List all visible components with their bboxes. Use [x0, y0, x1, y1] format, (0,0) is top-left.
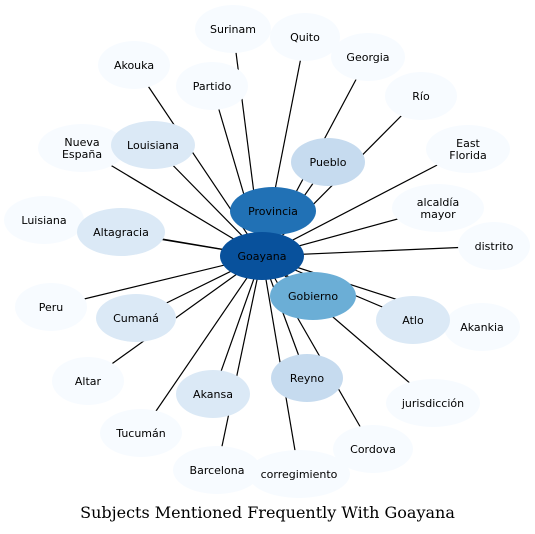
node-georgia: Georgia — [331, 33, 405, 81]
node-altagracia-ellipse — [77, 208, 165, 256]
node-barcelona-ellipse — [173, 446, 261, 494]
node-akansa-ellipse — [176, 370, 250, 418]
node-goayana-ellipse — [220, 232, 304, 280]
node-surinam: Surinam — [195, 5, 271, 53]
node-distrito-label: distrito — [475, 240, 514, 253]
node-akouka-ellipse — [98, 41, 170, 89]
node-cumana-ellipse — [96, 294, 176, 342]
node-cumana: Cumaná — [96, 294, 176, 342]
node-cumana-label: Cumaná — [113, 312, 159, 325]
node-rio-ellipse — [385, 72, 457, 120]
node-alcaldia-mayor-ellipse — [392, 184, 484, 232]
node-barcelona-label: Barcelona — [190, 464, 245, 477]
node-tucuman: Tucumán — [100, 409, 182, 457]
diagram-caption: Subjects Mentioned Frequently With Goaya… — [80, 503, 455, 522]
node-louisiana-label: Louisiana — [127, 139, 179, 152]
edge-goayana-barcelona — [216, 255, 263, 471]
node-louisiana-ellipse — [111, 121, 195, 169]
node-nueva-espana-label: España — [62, 148, 102, 161]
node-atlo-ellipse — [376, 296, 450, 344]
node-surinam-label: Surinam — [210, 23, 256, 36]
node-peru: Peru — [15, 283, 87, 331]
node-jurisdiccion: jurisdicción — [386, 379, 480, 427]
node-provincia-ellipse — [230, 187, 316, 235]
node-akankia-ellipse — [444, 303, 520, 351]
node-quito-label: Quito — [290, 31, 320, 44]
node-goayana-label: Goayana — [238, 250, 287, 263]
node-corregimiento-ellipse — [248, 450, 350, 498]
node-akouka: Akouka — [98, 41, 170, 89]
node-luisiana: Luisiana — [4, 196, 84, 244]
node-provincia-label: Provincia — [248, 205, 298, 218]
node-nueva-espana-ellipse — [38, 124, 126, 172]
node-quito-ellipse — [270, 13, 340, 61]
node-peru-ellipse — [15, 283, 87, 331]
node-provincia: Provincia — [230, 187, 316, 235]
node-luisiana-ellipse — [4, 196, 84, 244]
node-pueblo: Pueblo — [291, 138, 365, 186]
node-altar: Altar — [52, 357, 124, 405]
node-partido: Partido — [176, 62, 248, 110]
node-alcaldia-mayor-label: alcaldía — [417, 196, 459, 209]
node-atlo: Atlo — [376, 296, 450, 344]
node-gobierno: Gobierno — [270, 272, 356, 320]
node-gobierno-ellipse — [270, 272, 356, 320]
node-tucuman-ellipse — [100, 409, 182, 457]
edge-goayana-tucuman — [140, 255, 263, 434]
node-east-florida-label: Florida — [449, 149, 486, 162]
node-alcaldia-mayor-label: mayor — [420, 208, 456, 221]
node-distrito-ellipse — [458, 222, 530, 270]
node-pueblo-ellipse — [291, 138, 365, 186]
node-akankia-label: Akankia — [460, 321, 504, 334]
node-akouka-label: Akouka — [114, 59, 154, 72]
node-altar-label: Altar — [75, 375, 102, 388]
nodes-layer: corregimiento Barcelona Cordova Tucumán juri… — [4, 5, 530, 498]
node-luisiana-label: Luisiana — [21, 214, 66, 227]
node-pueblo-label: Pueblo — [310, 156, 347, 169]
node-jurisdiccion-label: jurisdicción — [401, 397, 464, 410]
node-georgia-label: Georgia — [346, 51, 389, 64]
node-corregimiento-label: corregimiento — [261, 468, 338, 481]
node-distrito: distrito — [458, 222, 530, 270]
node-goayana: Goayana — [220, 232, 304, 280]
node-tucuman-label: Tucumán — [115, 427, 165, 440]
node-nueva-espana-label: Nueva — [64, 136, 99, 149]
node-surinam-ellipse — [195, 5, 271, 53]
node-altagracia: Altagracia — [77, 208, 165, 256]
node-quito: Quito — [270, 13, 340, 61]
node-atlo-label: Atlo — [402, 314, 424, 327]
node-louisiana: Louisiana — [111, 121, 195, 169]
node-akansa-label: Akansa — [193, 388, 233, 401]
node-altar-ellipse — [52, 357, 124, 405]
node-partido-label: Partido — [193, 80, 232, 93]
node-akansa: Akansa — [176, 370, 250, 418]
node-rio-label: Río — [412, 90, 430, 103]
node-rio: Río — [385, 72, 457, 120]
node-barcelona: Barcelona — [173, 446, 261, 494]
network-graph: corregimiento Barcelona Cordova Tucumán juri… — [4, 5, 530, 498]
node-gobierno-label: Gobierno — [288, 290, 338, 303]
node-partido-ellipse — [176, 62, 248, 110]
node-akankia: Akankia — [444, 303, 520, 351]
node-altagracia-label: Altagracia — [93, 226, 149, 239]
node-georgia-ellipse — [331, 33, 405, 81]
node-reyno-ellipse — [271, 354, 343, 402]
node-jurisdiccion-ellipse — [386, 379, 480, 427]
node-east-florida-ellipse — [426, 125, 510, 173]
edge-goayana-nueva-espana — [81, 147, 263, 257]
node-cordova-ellipse — [333, 425, 413, 473]
node-reyno-label: Reyno — [290, 372, 324, 385]
node-east-florida-label: East — [456, 137, 480, 150]
node-cordova-label: Cordova — [350, 443, 396, 456]
node-cordova: Cordova — [333, 425, 413, 473]
node-peru-label: Peru — [39, 301, 64, 314]
node-corregimiento: corregimiento — [248, 450, 350, 498]
edge-goayana-east-florida — [261, 148, 469, 257]
node-reyno: Reyno — [271, 354, 343, 402]
